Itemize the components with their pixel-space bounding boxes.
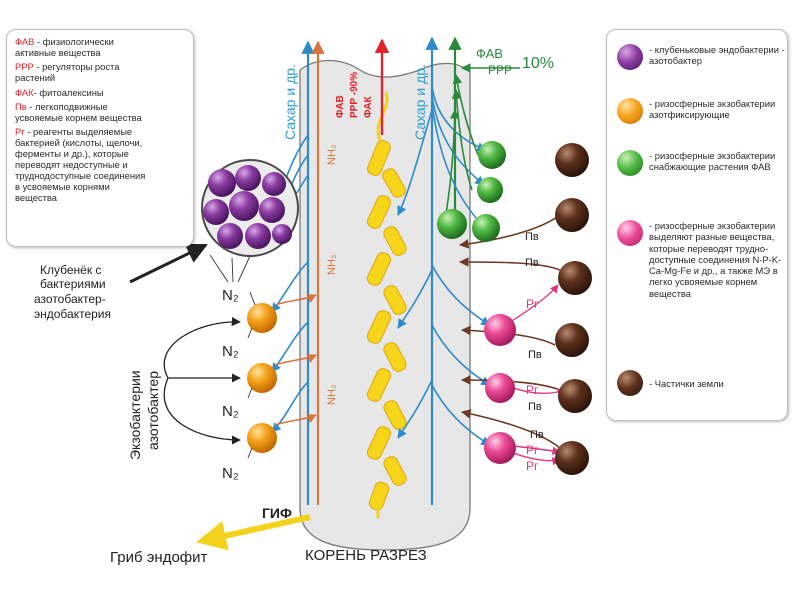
green-bacteria (437, 141, 506, 242)
exo-label-line-1: Экзобактерии (127, 370, 143, 460)
legend-line: РРР - регуляторы роста (15, 61, 191, 72)
legend-line: растений (15, 72, 191, 83)
n2-lines-nodule (209, 254, 251, 283)
n2-lines-exo (247, 291, 256, 459)
n2-label-3: N₂ (222, 403, 239, 420)
hypha-chain (366, 139, 407, 511)
nodule-label-line-3: азотобактер- (34, 292, 106, 306)
fak-red-label: ФАК (363, 95, 374, 118)
legend-text: - легкоподвижные (26, 101, 108, 112)
pr-label-4: Рг (526, 459, 539, 473)
nh3-label-top: NH₃ (326, 145, 338, 165)
pv-label-2: Пв (525, 257, 539, 269)
legend-text: - физиологически (34, 36, 114, 47)
legend-text: ферменты и др.), которые (15, 148, 129, 159)
legend-text: переводят недоступные и (15, 159, 128, 170)
legend-text: вещества (15, 192, 57, 203)
green-ball-icon (617, 150, 643, 176)
legend-item-text: - ризосферные экзобактерии снабжающие ра… (649, 150, 776, 173)
legend-line: бактерией (кислоты, щелочи, (15, 137, 191, 148)
sugar-arrows (261, 84, 491, 446)
legend-text: активные вещества (15, 47, 101, 58)
pv-label-1: Пв (525, 231, 539, 243)
bacteria-legend: - клубеньковые эндобактерии - азотобакте… (606, 29, 788, 421)
pr-label-2: Рг (526, 383, 539, 397)
legend-line: переводят недоступные и (15, 159, 191, 170)
pr-label-3: Рг (526, 443, 539, 457)
nh3-label-bottom: NH₃ (326, 385, 338, 405)
legend-line: ФАВ - физиологически (15, 36, 191, 47)
nodule-label-line-1: Клубенёк с (40, 263, 101, 277)
fav-green-label: ФАВ (476, 46, 503, 61)
pr-label-1: Рг (526, 297, 539, 311)
legend-text: - регуляторы роста (33, 61, 120, 72)
legend-line: усвояемые корнем вещества (15, 112, 191, 123)
legend-item-text: - ризосферные экзобактерии выделяют разн… (649, 220, 782, 299)
legend-line: в усвояемые корнями (15, 181, 191, 192)
percent10-label: 10% (522, 55, 554, 72)
legend-text: в усвояемые корнями (15, 181, 110, 192)
fav-red-label: ФАВ (335, 95, 346, 118)
legend-abbr: Пв (15, 101, 27, 112)
sugar-right-label: Сахар и др. (412, 64, 428, 140)
nh3-arrows (274, 294, 317, 426)
ppp-green-label: РРР (488, 63, 512, 77)
purple-ball-icon (617, 44, 643, 70)
root-section-shape (299, 59, 471, 551)
legend-abbr: РРР (15, 61, 34, 72)
orange-bacteria (247, 303, 277, 453)
purple-bacteria-cluster (203, 165, 292, 249)
soil-particles (555, 143, 592, 475)
legend-line: активные вещества (15, 47, 191, 58)
ppp-red-label: РРР -90% (349, 72, 360, 118)
nodule-label-line-2: бактериями (40, 277, 106, 291)
n2-label-1: N₂ (222, 287, 239, 304)
legend-item-text: - клубеньковые эндобактерии - азотобакте… (649, 44, 785, 67)
legend-text: бактерией (кислоты, щелочи, (15, 137, 143, 148)
legend-abbr: Рг (15, 126, 25, 137)
legend-item-text: - ризосферные экзобактерии азотфиксирующ… (649, 98, 776, 121)
pv-label-4: Пв (528, 401, 542, 413)
legend-line: ФАК- фитоалексины (15, 87, 191, 98)
abbreviation-legend: ФАВ - физиологически активные вещества Р… (6, 29, 194, 247)
legend-line: труднодоступные соединения (15, 170, 191, 181)
nodule (201, 159, 299, 257)
nh3-label-mid: NH₃ (326, 255, 338, 275)
exo-curve-arrow-bottom (163, 377, 241, 445)
root-section-label: КОРЕНЬ РАЗРЕЗ (305, 547, 427, 564)
legend-abbr: ФАВ (15, 36, 35, 47)
pink-ball-icon (617, 220, 643, 246)
legend-text: труднодоступные соединения (15, 170, 146, 181)
legend-text: усвояемые корнем вещества (15, 112, 142, 123)
legend-line: Пв - легкоподвижные (15, 101, 191, 112)
n2-label-2: N₂ (222, 343, 239, 360)
gif-arrow (196, 514, 311, 551)
pink-bacteria (484, 314, 516, 464)
legend-text: - реагенты выделяемые (24, 126, 133, 137)
nodule-pointer-arrow (129, 243, 208, 284)
n2-label-4: N₂ (222, 465, 239, 482)
pv-label-5: Пв (530, 429, 544, 441)
exo-label-line-2: азотобактер (145, 371, 161, 450)
legend-line: ферменты и др.), которые (15, 148, 191, 159)
fungus-label: Гриб эндофит (110, 549, 208, 566)
exo-curve-arrow-top (163, 317, 241, 379)
legend-line: вещества (15, 192, 191, 203)
pv-label-3: Пв (528, 349, 542, 361)
sugar-left-label: Сахар и др. (282, 64, 298, 140)
brown-ball-icon (617, 370, 643, 396)
legend-line: Рг - реагенты выделяемые (15, 126, 191, 137)
nodule-label-line-4: эндобактерия (34, 307, 111, 321)
orange-ball-icon (617, 98, 643, 124)
gif-label: ГИФ (262, 505, 292, 521)
legend-text: - фитоалексины (33, 87, 104, 98)
legend-item-text: - Частички земли (649, 378, 724, 389)
legend-abbr: ФАК (15, 87, 34, 98)
legend-text: растений (15, 72, 56, 83)
